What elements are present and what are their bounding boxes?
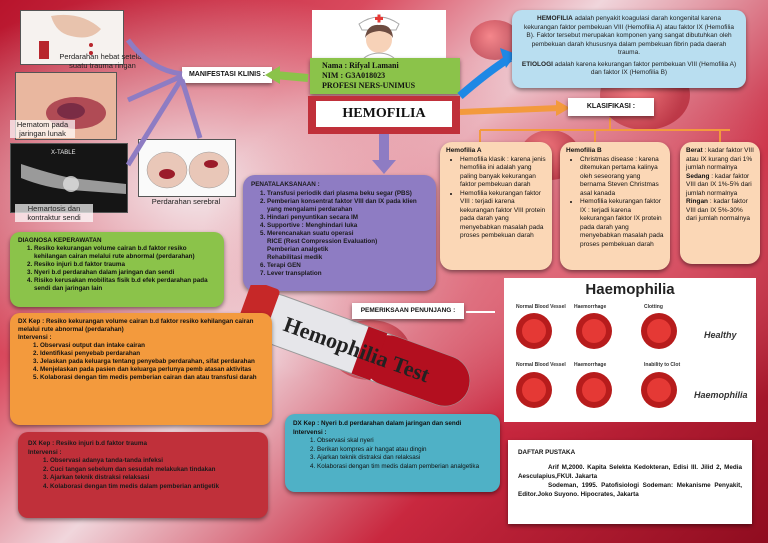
list-item: Observasi adanya tanda-tanda infeksi bbox=[50, 457, 258, 466]
list-item: Terapi GEN bbox=[267, 262, 428, 270]
list-item: Lever transplation bbox=[267, 270, 428, 278]
daftar-pustaka-title: DAFTAR PUSTAKA bbox=[518, 449, 576, 456]
list-item: Hindari penyuntikan secara IM bbox=[267, 214, 428, 222]
diagnosa-title: DIAGNOSA KEPERAWATAN bbox=[18, 237, 102, 244]
severity-sedang: Sedang : kadar faktor VIII dan IX 1%-5% … bbox=[686, 172, 752, 197]
author-box: Nama : Rifyal Lamani NIM : G3A018023 PRO… bbox=[310, 58, 460, 94]
dx2-intervensi: Intervensi : bbox=[28, 448, 62, 456]
list-item: Kolaborasi dengan tim medis pemberian ca… bbox=[40, 374, 264, 382]
list-item: Berikan kompres air hangat atau dingin bbox=[317, 446, 492, 455]
list-item: Transfusi periodik dari plasma beku sega… bbox=[267, 190, 428, 198]
inability-label: Inability to Clot bbox=[644, 362, 680, 368]
list-item: Resiko injuri b.d faktor trauma bbox=[34, 261, 216, 269]
list-item: Merencanakan suatu operasi RICE (Rest Co… bbox=[267, 230, 428, 262]
list-item: Kolaborasi dengan tim medis dalam pember… bbox=[50, 483, 258, 492]
sub-item: Rehabilitasi medik bbox=[267, 254, 323, 261]
page-title: HEMOFILIA bbox=[342, 106, 426, 121]
clotting-label: Clotting bbox=[644, 304, 663, 310]
klasifikasi-label-text: KLASIFIKASI : bbox=[586, 103, 636, 110]
xray-label: X-TABLE bbox=[51, 150, 76, 156]
haemophilia-panel-title: Haemophilia bbox=[585, 281, 675, 298]
list-item: Christmas disease : karena ditemukan per… bbox=[580, 156, 664, 199]
title-box: HEMOFILIA bbox=[308, 96, 460, 134]
etiologi-definition: adalah karena kekurangan faktor pembekua… bbox=[552, 60, 737, 77]
dx1-box: DX Kep : Resiko kekurangan volume cairan… bbox=[10, 313, 272, 425]
penatalaksanaan-box: PENATALAKSANAAN : Transfusi periodik dar… bbox=[243, 175, 436, 291]
dx2-title: DX Kep : Resiko injuri b.d faktor trauma bbox=[28, 440, 147, 447]
severity-card: Berat : kadar faktor VIII atau IX kurang… bbox=[680, 142, 760, 264]
normal-vessel-label: Normal Blood Vessel bbox=[516, 304, 566, 310]
svg-text:Haemorrhage: Haemorrhage bbox=[574, 362, 606, 368]
daftar-pustaka-box: DAFTAR PUSTAKA Arif M,2000. Kapita Selek… bbox=[508, 440, 752, 524]
bleeding-caption: Perdarahan hebat setelah suatu trauma ri… bbox=[59, 52, 146, 70]
dx3-box: DX Kep : Nyeri b.d perdarahan dalam jari… bbox=[285, 414, 500, 492]
author-program: PROFESI NERS-UNIMUS bbox=[322, 81, 416, 90]
list-item: Ajarkan teknik distraksi dan relaksasi bbox=[317, 454, 492, 463]
hemofilia-a-card: Hemofilia A Hemofilia klasik : karena je… bbox=[440, 142, 552, 270]
penatalaksanaan-title: PENATALAKSANAAN : bbox=[251, 181, 320, 188]
haemophilia-panel: Haemophilia Normal Blood Vessel Haemorrh… bbox=[504, 278, 756, 422]
list-item: Hemofilia klasik : karena jenis hemofili… bbox=[460, 156, 546, 190]
dx3-intervensi: Intervensi : bbox=[293, 428, 327, 436]
reference-item: Arif M,2000. Kapita Selekta Kedokteran, … bbox=[518, 464, 742, 480]
severity-berat: Berat : kadar faktor VIII atau IX kurang… bbox=[686, 147, 754, 171]
list-item: Jelaskan pada keluarga tentang penyebab … bbox=[40, 358, 264, 366]
list-item: Hemofilia kekurangan faktor VIII : terja… bbox=[460, 190, 546, 241]
diagnosa-box: DIAGNOSA KEPERAWATAN Resiko kekurangan v… bbox=[10, 232, 224, 307]
haemophilia-label: Haemophilia bbox=[694, 390, 748, 400]
hemofilia-definition: adalah penyakit koagulasi darah kongenit… bbox=[524, 15, 734, 56]
sub-item: Pemberian analgetik bbox=[267, 246, 329, 253]
klasifikasi-label: KLASIFIKASI : bbox=[568, 98, 654, 116]
haemorrhage-label: Haemorrhage bbox=[574, 304, 606, 310]
list-item: Observasi output dan intake cairan bbox=[40, 342, 264, 350]
dx3-title: DX Kep : Nyeri b.d perdarahan dalam jari… bbox=[293, 420, 462, 427]
author-name: Nama : Rifyal Lamani bbox=[322, 61, 399, 70]
manifestasi-label: MANIFESTASI KLINIS : bbox=[182, 67, 272, 83]
pemeriksaan-label-text: PEMERIKSAAN PENUNJANG : bbox=[360, 307, 456, 314]
list-item: Ajarkan teknik distraksi relaksasi bbox=[50, 474, 258, 483]
hemofilia-a-title: Hemofilia A bbox=[446, 147, 482, 154]
sub-item: RICE (Rest Compression Evaluation) bbox=[267, 238, 378, 245]
pemeriksaan-label: PEMERIKSAAN PENUNJANG : bbox=[352, 303, 464, 319]
list-item: Nyeri b.d perdarahan dalam jaringan dan … bbox=[34, 269, 216, 277]
hemofilia-b-title: Hemofilia B bbox=[566, 147, 602, 154]
etiologi-term: ETIOLOGI bbox=[521, 60, 553, 68]
list-item: Cuci tangan sebelum dan sesudah melakuka… bbox=[50, 466, 258, 475]
cerebral-photo bbox=[138, 139, 236, 197]
definition-box: HEMOFILIA adalah penyakit koagulasi dara… bbox=[512, 10, 746, 88]
cerebral-caption: Perdarahan serebral bbox=[151, 197, 221, 206]
hematom-caption: Hematom pada jaringan lunak bbox=[10, 120, 75, 138]
list-item: Kolaborasi dengan tim medis dalam pember… bbox=[317, 463, 492, 472]
reference-item: Sodeman, 1995. Patofisiologi Sodeman: Me… bbox=[518, 482, 742, 498]
dx1-title: DX Kep : Resiko kekurangan volume cairan… bbox=[18, 318, 254, 333]
hemofilia-b-card: Hemofilia B Christmas disease : karena d… bbox=[560, 142, 670, 270]
list-item: Supportive : Menghindari luka bbox=[267, 222, 428, 230]
list-item: Menjelaskan pada pasien dan keluarga per… bbox=[40, 366, 264, 374]
list-item: Hemofilia kekurangan faktor IX : terjadi… bbox=[580, 198, 664, 249]
list-item: Risiko kerusakan mobilitas fisik b.d efe… bbox=[34, 277, 216, 293]
dx1-intervensi: Intervensi : bbox=[18, 334, 52, 341]
hemofilia-term: HEMOFILIA bbox=[537, 15, 573, 22]
xray-photo: X-TABLE bbox=[10, 143, 128, 213]
list-item: Resiko kekurangan volume cairan b.d fakt… bbox=[34, 245, 216, 261]
list-item: Pemberian konsentrat faktor VIII dan IX … bbox=[267, 198, 428, 214]
svg-text:Normal Blood Vessel: Normal Blood Vessel bbox=[516, 362, 566, 368]
severity-ringan: Ringan : kadar faktor VIII dan IX 5%-30%… bbox=[686, 198, 750, 222]
manifestasi-label-text: MANIFESTASI KLINIS : bbox=[188, 71, 266, 78]
hemartrosis-caption: Hemartosis dan kontraktur sendi bbox=[15, 204, 93, 222]
author-nim: NIM : G3A018023 bbox=[322, 71, 386, 80]
list-item: Identifikasi penyebab perdarahan bbox=[40, 350, 264, 358]
healthy-label: Healthy bbox=[704, 330, 738, 340]
dx2-box: DX Kep : Resiko injuri b.d faktor trauma… bbox=[18, 432, 268, 518]
bleeding-photo bbox=[20, 10, 124, 65]
list-item: Observasi skal nyeri bbox=[317, 437, 492, 446]
